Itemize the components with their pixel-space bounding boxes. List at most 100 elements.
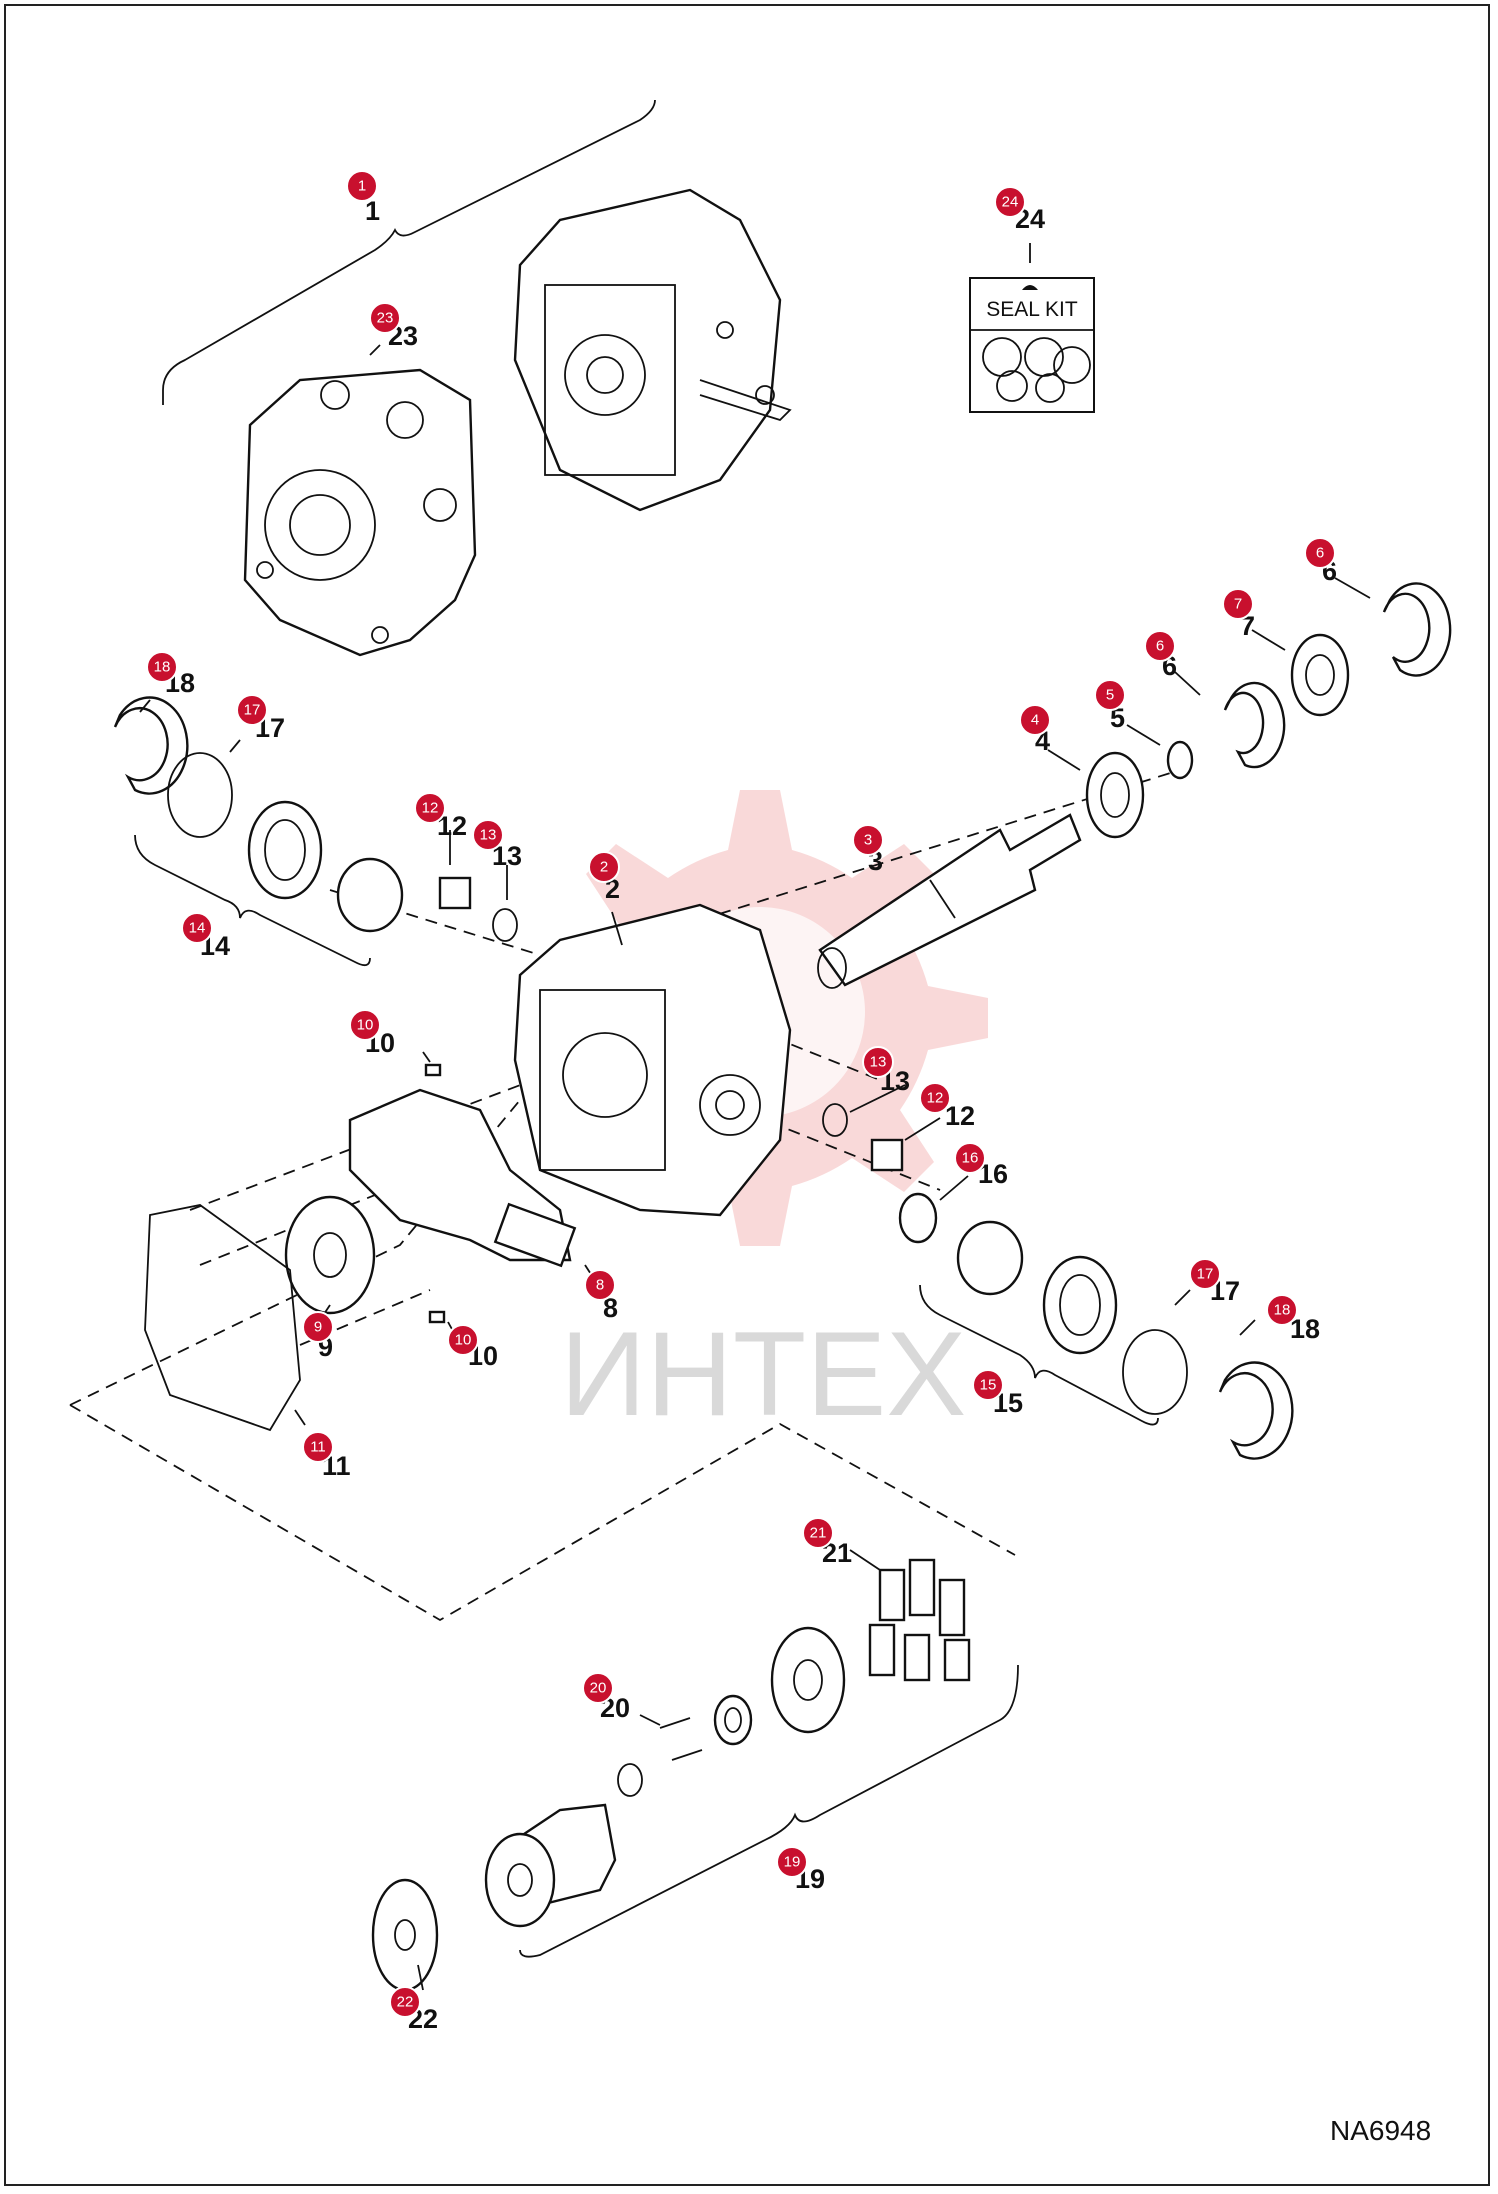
part-10-pin-upper bbox=[424, 1063, 442, 1077]
svg-text:14: 14 bbox=[189, 920, 206, 937]
part-6-snap-ring bbox=[1223, 681, 1286, 769]
callout-4[interactable]: 4 bbox=[1019, 704, 1051, 736]
callout-11[interactable]: 11 bbox=[302, 1431, 334, 1463]
svg-text:17: 17 bbox=[244, 702, 261, 719]
part-6b-snap-ring bbox=[1382, 582, 1452, 677]
part-18-snap-ring-right bbox=[1218, 1361, 1294, 1460]
seal-kit-label: SEAL KIT bbox=[986, 298, 1078, 321]
watermark-text: ИНТЕХ bbox=[560, 1307, 966, 1441]
svg-text:12: 12 bbox=[927, 1090, 944, 1107]
part-11-gasket bbox=[144, 1204, 301, 1432]
bracket-19 bbox=[519, 1664, 1019, 1958]
part-10-pin-lower bbox=[428, 1310, 446, 1324]
svg-text:8: 8 bbox=[596, 1277, 604, 1294]
svg-text:13: 13 bbox=[870, 1054, 887, 1071]
svg-text:4: 4 bbox=[1031, 712, 1039, 729]
part-8-swashplate bbox=[348, 1088, 577, 1268]
callout-19[interactable]: 19 bbox=[776, 1846, 808, 1878]
callout-14[interactable]: 14 bbox=[181, 912, 213, 944]
callout-5[interactable]: 5 bbox=[1094, 679, 1126, 711]
part-19-ball-guide bbox=[713, 1694, 753, 1746]
svg-text:17: 17 bbox=[1197, 1266, 1214, 1283]
callout-16[interactable]: 16 bbox=[954, 1142, 986, 1174]
svg-text:3: 3 bbox=[864, 832, 872, 849]
callout-17a[interactable]: 17 bbox=[236, 694, 268, 726]
callout-20[interactable]: 20 bbox=[582, 1672, 614, 1704]
part-17-oring-right bbox=[1122, 1329, 1188, 1415]
part-23-pump-housing bbox=[243, 368, 477, 657]
part-19-spring-ring bbox=[617, 1763, 643, 1797]
part-17-oring-left bbox=[167, 752, 233, 838]
part-1-main-pump bbox=[513, 188, 792, 512]
part-12-plug-left bbox=[438, 876, 472, 910]
callout-6b[interactable]: 6 bbox=[1144, 630, 1176, 662]
part-14-piston-left bbox=[247, 800, 323, 900]
callout-6a[interactable]: 6 bbox=[1304, 537, 1336, 569]
svg-text:9: 9 bbox=[314, 1319, 322, 1336]
svg-text:11: 11 bbox=[310, 1439, 326, 1456]
svg-text:1: 1 bbox=[358, 178, 366, 195]
svg-text:6: 6 bbox=[1156, 638, 1164, 655]
label-8: 8 bbox=[603, 1293, 618, 1323]
callout-17b[interactable]: 17 bbox=[1189, 1258, 1221, 1290]
part-16-ring bbox=[898, 1192, 938, 1244]
svg-text:18: 18 bbox=[1274, 1302, 1291, 1319]
part-9-thrust-plate bbox=[284, 1195, 376, 1315]
part-2-center-housing bbox=[513, 903, 792, 1217]
callout-3[interactable]: 3 bbox=[852, 824, 884, 856]
callout-2[interactable]: 2 bbox=[588, 851, 620, 883]
svg-text:5: 5 bbox=[1106, 687, 1114, 704]
callout-18b[interactable]: 18 bbox=[1266, 1294, 1298, 1326]
svg-text:19: 19 bbox=[784, 1854, 801, 1871]
svg-text:13: 13 bbox=[480, 827, 497, 844]
part-15-piston bbox=[1042, 1255, 1118, 1355]
callout-10a[interactable]: 10 bbox=[349, 1009, 381, 1041]
svg-text:10: 10 bbox=[455, 1332, 472, 1349]
svg-text:2: 2 bbox=[600, 859, 608, 876]
callout-12b[interactable]: 12 bbox=[919, 1082, 951, 1114]
part-18-snap-ring-left bbox=[113, 696, 189, 795]
svg-text:16: 16 bbox=[962, 1150, 979, 1167]
part-19-retainer-plate bbox=[770, 1626, 846, 1734]
callout-7[interactable]: 7 bbox=[1222, 588, 1254, 620]
part-4-bearing bbox=[1085, 751, 1145, 839]
svg-text:15: 15 bbox=[980, 1377, 997, 1394]
bracket-14 bbox=[134, 834, 371, 967]
drawing-code: NA6948 bbox=[1330, 2115, 1431, 2146]
bracket-1 bbox=[162, 99, 656, 405]
part-19-cylinder-block bbox=[484, 1803, 617, 1928]
svg-text:20: 20 bbox=[590, 1680, 607, 1697]
part-13-oring-left bbox=[492, 908, 518, 942]
callout-18a[interactable]: 18 bbox=[146, 651, 178, 683]
part-13-oring-right bbox=[822, 1103, 848, 1137]
callout-10b[interactable]: 10 bbox=[447, 1324, 479, 1356]
part-20-pins bbox=[659, 1717, 703, 1761]
callout-12a[interactable]: 12 bbox=[414, 792, 446, 824]
callout-24[interactable]: 24 bbox=[994, 186, 1026, 218]
svg-text:7: 7 bbox=[1234, 596, 1242, 613]
svg-text:12: 12 bbox=[422, 800, 439, 817]
callout-8[interactable]: 8 bbox=[584, 1269, 616, 1301]
bracket-15 bbox=[919, 1284, 1159, 1426]
part-3-shaft bbox=[817, 813, 1082, 989]
callout-22[interactable]: 22 bbox=[389, 1986, 421, 2018]
part-15-sleeve bbox=[956, 1220, 1024, 1296]
svg-text:22: 22 bbox=[397, 1994, 414, 2011]
svg-text:21: 21 bbox=[810, 1525, 827, 1542]
part-12-plug-right bbox=[870, 1138, 904, 1172]
svg-text:6: 6 bbox=[1316, 545, 1324, 562]
callout-13b[interactable]: 13 bbox=[862, 1046, 894, 1078]
callout-21[interactable]: 21 bbox=[802, 1517, 834, 1549]
callout-13a[interactable]: 13 bbox=[472, 819, 504, 851]
svg-text:18: 18 bbox=[154, 659, 171, 676]
callout-9[interactable]: 9 bbox=[302, 1311, 334, 1343]
callout-1[interactable]: 1 bbox=[346, 170, 378, 202]
callout-15[interactable]: 15 bbox=[972, 1369, 1004, 1401]
callout-badges: 1 23 24 6 7 6 5 4 3 2 18 17 12 13 14 10 … bbox=[146, 170, 1336, 2018]
callout-23[interactable]: 23 bbox=[369, 302, 401, 334]
part-7-seal bbox=[1290, 633, 1350, 717]
svg-text:24: 24 bbox=[1002, 194, 1019, 211]
label-1: 1 bbox=[365, 196, 380, 226]
part-22-valve-plate bbox=[371, 1878, 439, 1992]
